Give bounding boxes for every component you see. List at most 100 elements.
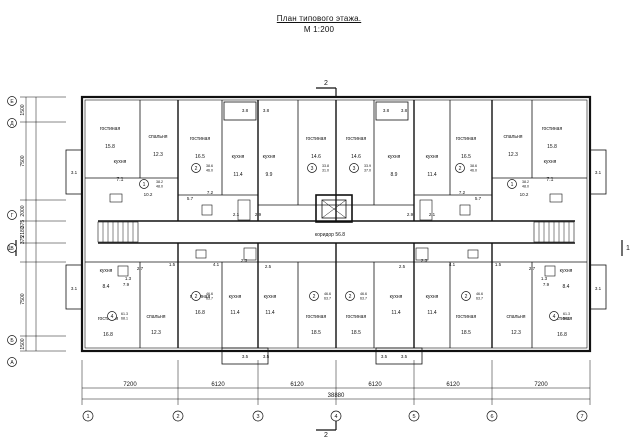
small-room-area: 3.5 xyxy=(381,354,388,359)
room-label: кухня xyxy=(232,154,245,160)
apartment-area: 61.3 xyxy=(563,312,570,316)
room-area: 11.4 xyxy=(391,310,401,316)
section-mark: 2 xyxy=(324,80,328,87)
dimension-label: 6120 xyxy=(290,382,304,388)
section-mark: 1 xyxy=(626,245,630,252)
small-room-area: 3.5 xyxy=(401,354,408,359)
room-area: 14.6 xyxy=(311,154,321,160)
axis-bubble xyxy=(7,357,17,367)
room-label: кухня xyxy=(426,154,439,160)
axis-letter: А xyxy=(10,360,14,366)
room-area: 8.4 xyxy=(563,284,570,290)
axis-number: 5 xyxy=(412,414,415,420)
dimension-label: 6120 xyxy=(368,382,382,388)
axis-letter: В xyxy=(10,246,14,252)
room-area: 8.9 xyxy=(391,172,398,178)
room-area: 14.6 xyxy=(351,154,361,160)
apartment-area: 63.7 xyxy=(206,297,213,301)
room-label: кухня xyxy=(560,268,573,274)
apartment-area: 38.6 xyxy=(470,164,477,168)
room-area: 16.8 xyxy=(195,310,205,316)
room-area: 12.3 xyxy=(508,152,518,158)
small-room-area: 3.5 xyxy=(263,354,270,359)
small-room-area: 7.2 xyxy=(459,190,466,195)
apartment-mark xyxy=(309,291,319,301)
small-room-area: 3.8 xyxy=(263,108,270,113)
axis-letter: Д xyxy=(10,121,14,127)
room-label: кухня xyxy=(264,294,277,300)
small-room-area: 3.8 xyxy=(383,108,390,113)
apartment-area: 31.0 xyxy=(322,169,329,173)
apartment-area: 46.6 xyxy=(476,292,483,296)
apartment-mark-number: 2 xyxy=(195,166,198,172)
small-room-area: 2.1 xyxy=(429,212,436,217)
apartment-mark-number: 2 xyxy=(459,166,462,172)
axis-number: 3 xyxy=(256,414,259,420)
apartment-mark xyxy=(191,291,201,301)
apartment-mark-number: 1 xyxy=(143,182,146,188)
small-room-area: 3.1 xyxy=(71,286,78,291)
small-room-area: 2.7 xyxy=(137,266,144,271)
small-room-area: 4.1 xyxy=(213,262,220,267)
apartment-mark xyxy=(507,179,517,189)
dimension-label: 7200 xyxy=(534,382,548,388)
axis-bubble xyxy=(7,118,17,128)
apartment-mark-number: 2 xyxy=(349,294,352,300)
small-room-area: 2.1 xyxy=(233,212,240,217)
room-area: 11.4 xyxy=(427,172,437,178)
room-area: 11.4 xyxy=(427,310,437,316)
plan-title: План типового этажа. xyxy=(276,14,362,23)
room-label: спальня xyxy=(504,134,523,140)
room-area: 16.5 xyxy=(461,154,471,160)
small-room-area: 3.1 xyxy=(595,170,602,175)
apartment-area: 33.9 xyxy=(364,164,371,168)
dimension-label: 2000 xyxy=(20,205,26,216)
apartment-mark xyxy=(307,163,317,173)
axis-number: 1 xyxy=(86,414,89,420)
room-label: гостиная xyxy=(190,136,211,142)
dimension-label: 7200 xyxy=(123,382,137,388)
room-label: гостиная xyxy=(306,314,327,320)
room-label: кухня xyxy=(544,159,557,165)
room-label: кухня xyxy=(100,268,113,274)
apartment-mark xyxy=(349,163,359,173)
apartment-mark-number: 2 xyxy=(465,294,468,300)
room-label: кухня xyxy=(426,294,439,300)
apartment-area: 46.0 xyxy=(470,169,477,173)
apartment-mark xyxy=(191,163,201,173)
apartment-mark-number: 2 xyxy=(195,294,198,300)
axis-bubble xyxy=(252,410,264,422)
small-room-area: 2.7 xyxy=(529,266,536,271)
small-room-area: 5.7 xyxy=(475,196,482,201)
small-room-area: 7.9 xyxy=(123,282,130,287)
room-label: спальня xyxy=(147,314,166,320)
room-label: кухня xyxy=(263,154,276,160)
plan-scale: М 1:200 xyxy=(303,25,335,34)
small-room-area: 3.1 xyxy=(71,170,78,175)
room-label: гостиная xyxy=(100,126,121,132)
small-room-area: 3.8 xyxy=(401,108,408,113)
corridor-label: коридор 56.8 xyxy=(315,232,345,238)
dimension-total: 38880 xyxy=(328,393,345,399)
small-room-area: 3.8 xyxy=(242,108,249,113)
axis-number: 2 xyxy=(176,414,179,420)
room-area: 9.9 xyxy=(266,172,273,178)
axis-letter: Г xyxy=(11,213,14,219)
apartment-mark xyxy=(139,179,149,189)
room-area: 8.4 xyxy=(103,284,110,290)
axis-bubble xyxy=(7,210,17,220)
small-room-area: 4.1 xyxy=(449,262,456,267)
axis-letter: Б xyxy=(10,338,14,344)
apartment-mark xyxy=(549,311,559,321)
room-label: гостиная xyxy=(542,126,563,132)
room-label: кухня xyxy=(114,159,127,165)
axis-bubble xyxy=(7,96,17,106)
apartment-area: 63.7 xyxy=(360,297,367,301)
room-area: 16.8 xyxy=(103,332,113,338)
small-room-area: 1.3 xyxy=(125,276,132,281)
dimension-label: 375 xyxy=(20,220,26,229)
room-area: 11.4 xyxy=(230,310,240,316)
room-label: спальня xyxy=(149,134,168,140)
axis-number: 6 xyxy=(490,414,493,420)
